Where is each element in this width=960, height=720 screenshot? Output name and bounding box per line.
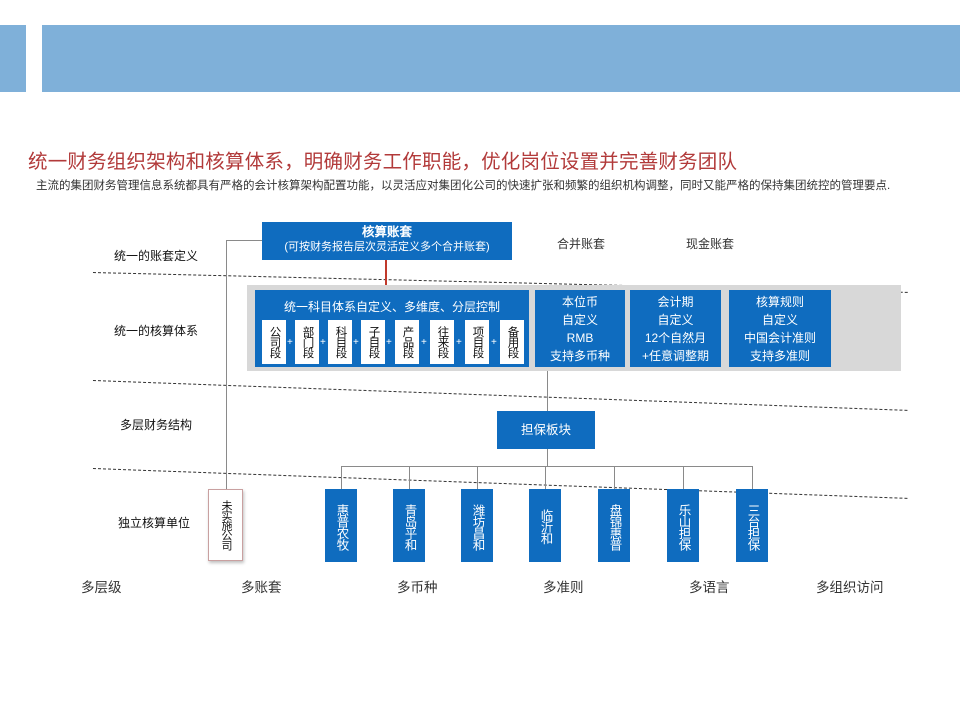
slide-title: 统一财务组织架构和核算体系，明确财务工作职能，优化岗位设置并完善财务团队: [28, 151, 738, 173]
unit-box-1: 惠普农牧: [325, 489, 357, 562]
ledger-subtitle: (可按财务报告层次灵活定义多个合并账套): [284, 241, 490, 253]
segment-subaccount: 子目段: [361, 320, 385, 364]
header-accent-bar: [0, 25, 26, 92]
row-label-ledger: 统一的账套定义: [114, 249, 199, 263]
connector-accounts-to-block: [547, 371, 548, 411]
consolidated-ledger-label: 合并账套: [557, 237, 606, 251]
rules-line-3: 中国会计准则: [743, 331, 816, 345]
unit-box-5: 盘锦惠普: [598, 489, 630, 562]
segment-plus: +: [421, 337, 427, 348]
guarantee-segment-box: 担保板块: [497, 411, 595, 449]
unit-box-7: 三台担保: [736, 489, 768, 562]
segment-company: 公司段: [262, 320, 286, 364]
connector-unit-1: [341, 466, 342, 489]
connector-unit-7: [752, 466, 753, 489]
segment-plus: +: [287, 337, 293, 348]
period-line-3: 12个自然月: [644, 331, 707, 345]
rules-box: 核算规则 自定义 中国会计准则 支持多准则: [729, 290, 831, 367]
rules-line-1: 核算规则: [755, 295, 804, 309]
dashed-separator-2: [92, 380, 908, 411]
ledger-title: 核算账套: [361, 225, 412, 239]
segment-plus: +: [320, 337, 326, 348]
connector-units-bus: [341, 466, 753, 467]
currency-line-4: 支持多币种: [549, 349, 610, 363]
unit-box-2: 青岛平和: [393, 489, 425, 562]
row-label-units: 独立核算单位: [118, 516, 191, 530]
segment-counterparty: 往来段: [430, 320, 454, 364]
cash-ledger-label: 现金账套: [686, 237, 735, 251]
connector-unit-4: [545, 466, 546, 489]
feature-multi-org-access: 多组织访问: [816, 580, 884, 595]
unimplemented-company-box: 未实施公司: [208, 489, 243, 561]
feature-multi-level: 多层级: [81, 580, 122, 595]
connector-unit-3: [477, 466, 478, 489]
segment-department: 部门段: [295, 320, 319, 364]
rules-line-2: 自定义: [761, 313, 798, 327]
rules-line-4: 支持多准则: [749, 349, 810, 363]
segment-plus: +: [386, 337, 392, 348]
segment-account: 科目段: [328, 320, 352, 364]
feature-multi-language: 多语言: [689, 580, 730, 595]
slide-description: 主流的集团财务管理信息系统都具有严格的会计核算架构配置功能，以灵活应对集团化公司…: [36, 180, 891, 192]
row-label-accounting: 统一的核算体系: [114, 324, 199, 338]
period-line-2: 自定义: [657, 313, 694, 327]
segment-plus: +: [353, 337, 359, 348]
segment-plus: +: [491, 337, 497, 348]
currency-line-1: 本位币: [561, 295, 598, 309]
segment-reserved: 备用段: [500, 320, 524, 364]
period-line-1: 会计期: [657, 295, 694, 309]
segment-plus: +: [456, 337, 462, 348]
connector-unit-5: [614, 466, 615, 489]
feature-multi-ledger: 多账套: [241, 580, 282, 595]
unit-box-6: 乐山担保: [667, 489, 699, 562]
ledger-box: 核算账套 (可按财务报告层次灵活定义多个合并账套): [262, 222, 512, 260]
connector-ledger-left: [226, 240, 262, 241]
period-box: 会计期 自定义 12个自然月 +任意调整期: [630, 290, 721, 367]
unit-box-3: 潍坊昌和: [461, 489, 493, 562]
segment-product: 产品段: [395, 320, 419, 364]
unit-box-4: 临沂和: [529, 489, 561, 562]
connector-ledger-to-accounts: [385, 260, 387, 286]
connector-block-down: [547, 449, 548, 466]
connector-unit-2: [409, 466, 410, 489]
segment-project: 项目段: [465, 320, 489, 364]
connector-unit-6: [683, 466, 684, 489]
currency-line-3: RMB: [566, 331, 594, 345]
connector-left-vertical: [226, 240, 227, 489]
row-label-structure: 多层财务结构: [120, 418, 193, 432]
feature-multi-standard: 多准则: [543, 580, 584, 595]
header-bar: [42, 25, 960, 92]
period-line-4: +任意调整期: [641, 349, 709, 363]
feature-multi-currency: 多币种: [397, 580, 438, 595]
chart-of-accounts-title: 统一科目体系自定义、多维度、分层控制: [283, 300, 500, 314]
currency-line-2: 自定义: [561, 313, 598, 327]
currency-box: 本位币 自定义 RMB 支持多币种: [535, 290, 625, 367]
